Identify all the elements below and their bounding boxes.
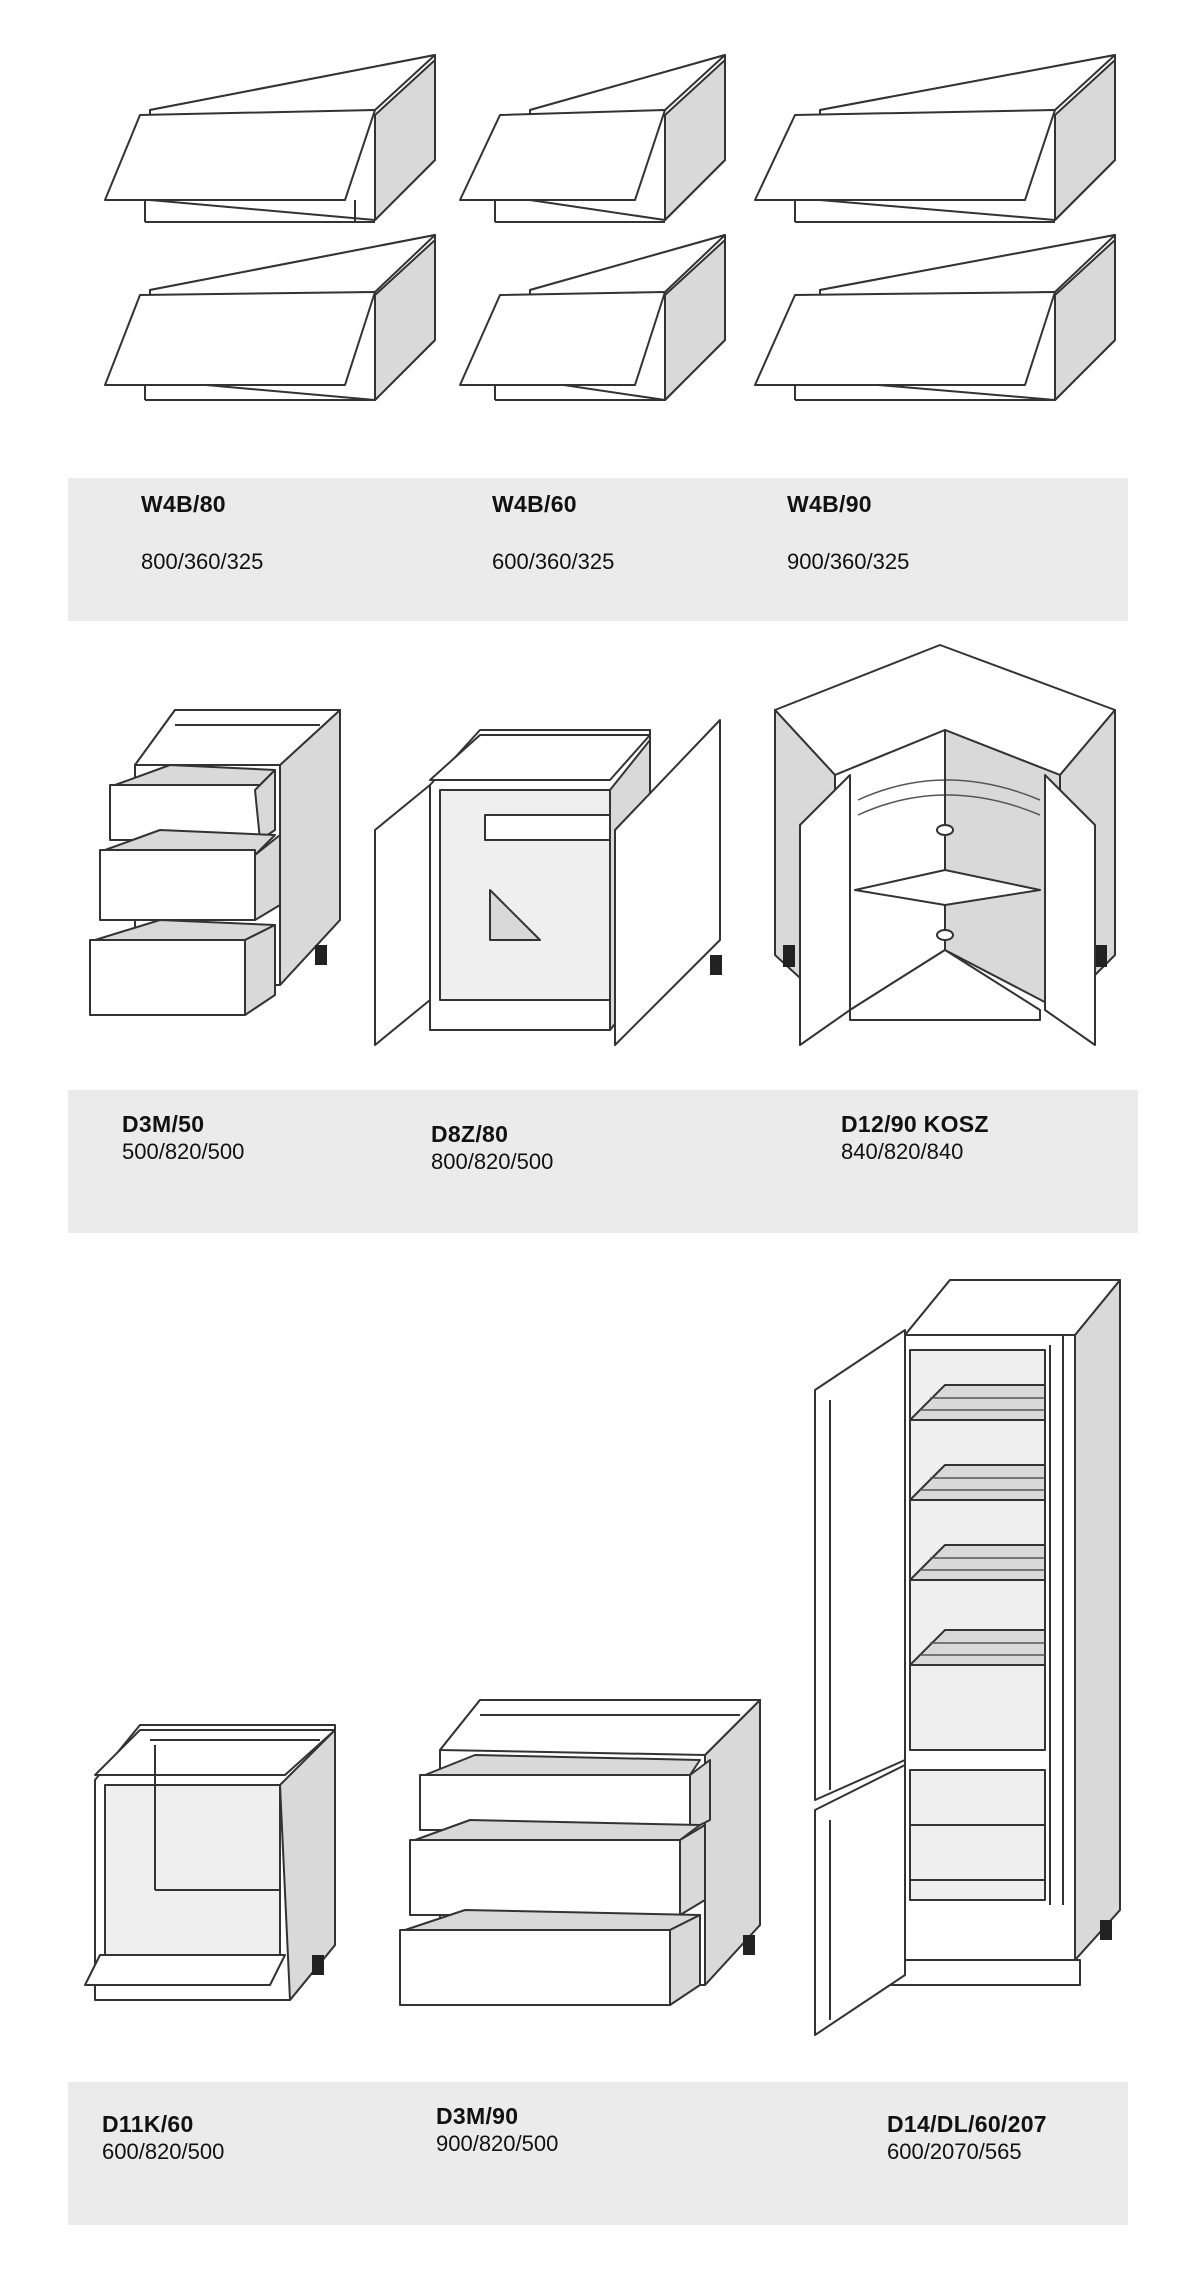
cabinet-code: W4B/90 xyxy=(787,491,872,517)
cabinet-code: D14/DL/60/207 xyxy=(887,2111,1047,2137)
cabinet-code: D8Z/80 xyxy=(431,1121,509,1147)
cabinet-dimensions: 800/820/500 xyxy=(431,1149,554,1174)
cabinet-code: D3M/90 xyxy=(436,2103,519,2129)
wall-cabinet-w4b-60-upper xyxy=(459,54,726,223)
cabinet-label-w4b-80: W4B/80 800/360/325 xyxy=(141,490,263,576)
labels-band-row-1 xyxy=(68,478,1128,621)
cabinet-label-d3m-90: D3M/90 900/820/500 xyxy=(436,2102,558,2158)
labels-band-row-2 xyxy=(68,1090,1138,1233)
cabinet-dimensions: 800/360/325 xyxy=(141,549,264,574)
cabinet-dimensions: 900/820/500 xyxy=(436,2131,559,2156)
cabinet-label-d14-dl-60-207: D14/DL/60/207 600/2070/565 xyxy=(887,2110,1047,2166)
wall-cabinet-w4b-80-upper xyxy=(104,54,436,223)
cabinet-dimensions: 600/360/325 xyxy=(492,549,615,574)
cabinet-label-d8z-80: D8Z/80 800/820/500 xyxy=(431,1120,553,1176)
upper-door xyxy=(814,1329,906,1801)
cabinet-dimensions: 900/360/325 xyxy=(787,549,910,574)
labels-band-row-3 xyxy=(68,2082,1128,2225)
corner-cabinet-d12-90-kosz xyxy=(774,644,1116,1046)
cabinet-dimensions: 500/820/500 xyxy=(122,1139,245,1164)
cabinet-code: W4B/80 xyxy=(141,491,226,517)
cabinet-dimensions: 600/2070/565 xyxy=(887,2139,1022,2164)
cabinet-label-d12-90-kosz: D12/90 KOSZ 840/820/840 xyxy=(841,1110,989,1166)
cabinet-label-d3m-50: D3M/50 500/820/500 xyxy=(122,1110,244,1166)
sink-cabinet-d8z-80 xyxy=(374,719,722,1046)
base-cabinet-d3m-50 xyxy=(89,709,341,1016)
cabinet-code: D12/90 KOSZ xyxy=(841,1111,989,1137)
wall-cabinet-w4b-60-lower xyxy=(459,234,726,401)
cabinet-label-w4b-90: W4B/90 900/360/325 xyxy=(787,490,909,576)
cabinet-code: D11K/60 xyxy=(102,2111,194,2137)
cabinet-dimensions: 840/820/840 xyxy=(841,1139,964,1164)
cabinet-dimensions: 600/820/500 xyxy=(102,2139,225,2164)
wall-cabinet-w4b-90-upper xyxy=(754,54,1116,223)
wall-cabinet-w4b-80-lower xyxy=(104,234,436,401)
cabinet-label-w4b-60: W4B/60 600/360/325 xyxy=(492,490,614,576)
tall-cabinet-d14-dl-60-207 xyxy=(814,1279,1121,2036)
oven-cabinet-d11k-60 xyxy=(84,1724,336,2001)
fridge-shelves xyxy=(909,1384,1046,1666)
base-cabinet-d3m-90 xyxy=(399,1699,761,2006)
cabinet-code: W4B/60 xyxy=(492,491,577,517)
wall-cabinet-w4b-90-lower xyxy=(754,234,1116,401)
cabinet-label-d11k-60: D11K/60 600/820/500 xyxy=(102,2110,224,2166)
lower-door xyxy=(814,1764,906,2036)
cabinet-code: D3M/50 xyxy=(122,1111,205,1137)
